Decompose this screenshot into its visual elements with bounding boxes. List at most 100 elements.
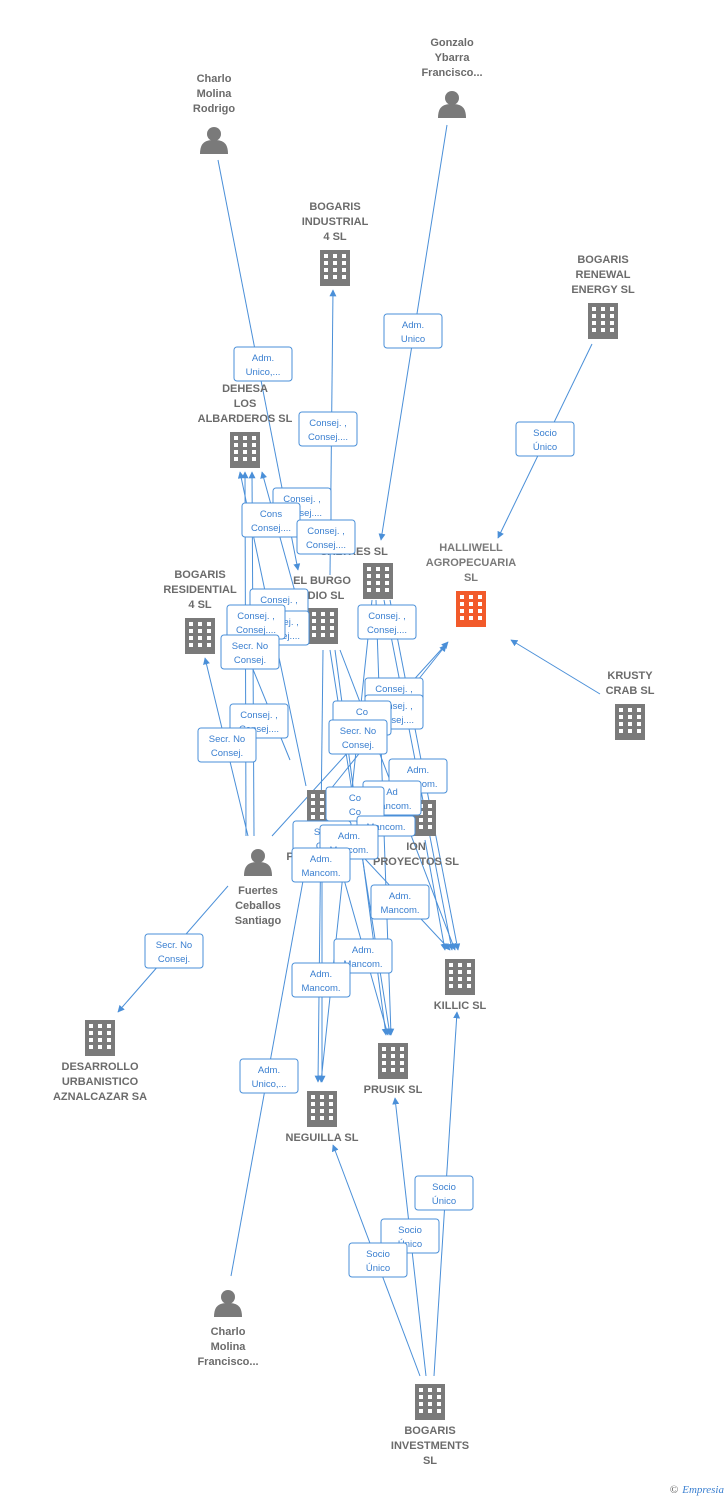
- relation-text: Secr. No: [232, 641, 268, 652]
- relation-label[interactable]: Consej. ,Consej....: [296, 519, 356, 555]
- relation-label[interactable]: Secr. No Consej.: [197, 727, 257, 763]
- node-label: LOS: [234, 398, 257, 410]
- relation-box: [239, 1058, 299, 1094]
- node-label: SL: [423, 1455, 437, 1467]
- node-label: 4 SL: [188, 599, 212, 611]
- relation-text: Mancom.: [372, 801, 411, 812]
- relation-text: Consej. ,: [375, 701, 413, 712]
- building-icon: [308, 608, 338, 644]
- relation-text: Consej....: [282, 508, 322, 519]
- node-neguilla[interactable]: NEGUILLA SL: [286, 1091, 359, 1144]
- node-label: PROYECTOS SL: [373, 856, 459, 868]
- relation-box: [370, 884, 430, 920]
- relation-label[interactable]: Adm.Unico: [383, 313, 443, 349]
- building-icon: [456, 591, 486, 627]
- relation-label[interactable]: Consej. ,Consej....: [357, 604, 417, 640]
- relation-box: [291, 962, 351, 998]
- relation-text: Consej.: [158, 954, 190, 965]
- edge-ion-to-killic: [424, 839, 448, 951]
- relation-text: Adm.: [352, 945, 374, 956]
- relation-text: Único: [432, 1196, 456, 1207]
- node-label: Ybarra: [435, 52, 471, 64]
- relation-text: Secr. No: [209, 734, 245, 745]
- relation-label[interactable]: Adm. Unico,...: [239, 1058, 299, 1094]
- person-icon: [214, 1290, 242, 1317]
- node-label: RESIDENTIAL: [163, 584, 237, 596]
- node-saltres[interactable]: [363, 563, 393, 599]
- building-icon: [230, 432, 260, 468]
- building-icon: [445, 959, 475, 995]
- relation-text: Consej. ,: [307, 526, 345, 537]
- node-killic[interactable]: KILLIC SL: [434, 959, 487, 1012]
- relation-text: Consej....: [374, 715, 414, 726]
- relation-label[interactable]: Secr. No Consej.: [144, 933, 204, 969]
- relation-text: Único: [533, 442, 557, 453]
- relation-text: Adm.: [407, 765, 429, 776]
- relation-text: Consej. ,: [237, 611, 275, 622]
- relation-text: Adm.: [310, 854, 332, 865]
- node-elburgo[interactable]: [308, 608, 338, 644]
- relation-label[interactable]: Adm.Mancom.: [370, 884, 430, 920]
- copyright-icon: ©: [669, 1484, 679, 1496]
- relation-text: Consej.: [211, 748, 243, 759]
- relation-label[interactable]: ConsConsej....: [241, 502, 301, 538]
- relation-text: Consej....: [251, 523, 291, 534]
- relation-text: Consej....: [236, 625, 276, 636]
- person-icon: [200, 127, 228, 154]
- relation-text: Mancom.: [380, 905, 419, 916]
- relation-label[interactable]: Adm.Unico,...: [233, 346, 293, 382]
- relation-box: [357, 604, 417, 640]
- relation-box: [515, 421, 575, 457]
- node-label: Ceballos: [235, 900, 281, 912]
- node-label: Molina: [211, 1341, 247, 1353]
- node-label: EL BURGO: [293, 575, 351, 587]
- node-charlo_fran[interactable]: CharloMolinaFrancisco...: [197, 1290, 259, 1368]
- relation-label[interactable]: Adm.Mancom.: [291, 847, 351, 883]
- relation-label[interactable]: Consej. , Consej....: [226, 604, 286, 640]
- relation-box: [298, 411, 358, 447]
- relation-text: Secr. No: [156, 940, 192, 951]
- node-gonzalo[interactable]: GonzaloYbarraFrancisco...: [421, 37, 483, 118]
- node-label: Francisco...: [421, 67, 482, 79]
- relation-label[interactable]: Adm.Mancom.: [291, 962, 351, 998]
- relation-text: Adm.: [258, 1065, 280, 1076]
- relation-text: Mancom.: [343, 959, 382, 970]
- node-label: Charlo: [197, 73, 232, 85]
- relation-text: Consej....: [308, 432, 348, 443]
- relation-text: Consej. ,: [375, 684, 413, 695]
- node-label: INDUSTRIAL: [302, 216, 369, 228]
- edge-krusty-to-halliwell: [510, 639, 601, 695]
- relation-text: Unico,...: [252, 1079, 287, 1090]
- relation-text: Adm.: [338, 831, 360, 842]
- relation-box: [325, 786, 385, 822]
- relation-box: [144, 933, 204, 969]
- node-prusik[interactable]: PRUSIK SL: [364, 1043, 423, 1096]
- relation-text: Socio: [533, 428, 557, 439]
- node-label: CRAB SL: [606, 685, 655, 697]
- node-label: Santiago: [235, 915, 282, 927]
- node-label: HALLIWELL: [439, 542, 503, 554]
- watermark: ©Empresia: [670, 1484, 724, 1496]
- relation-label[interactable]: Consej. ,Consej....: [298, 411, 358, 447]
- node-label: AZNALCAZAR SA: [53, 1091, 147, 1103]
- relation-text: Consej....: [367, 625, 407, 636]
- relation-text: Adm.: [310, 969, 332, 980]
- node-layer: CharloMolinaRodrigoGonzaloYbarraFrancisc…: [53, 37, 655, 1467]
- relation-text: Adm.: [402, 320, 424, 331]
